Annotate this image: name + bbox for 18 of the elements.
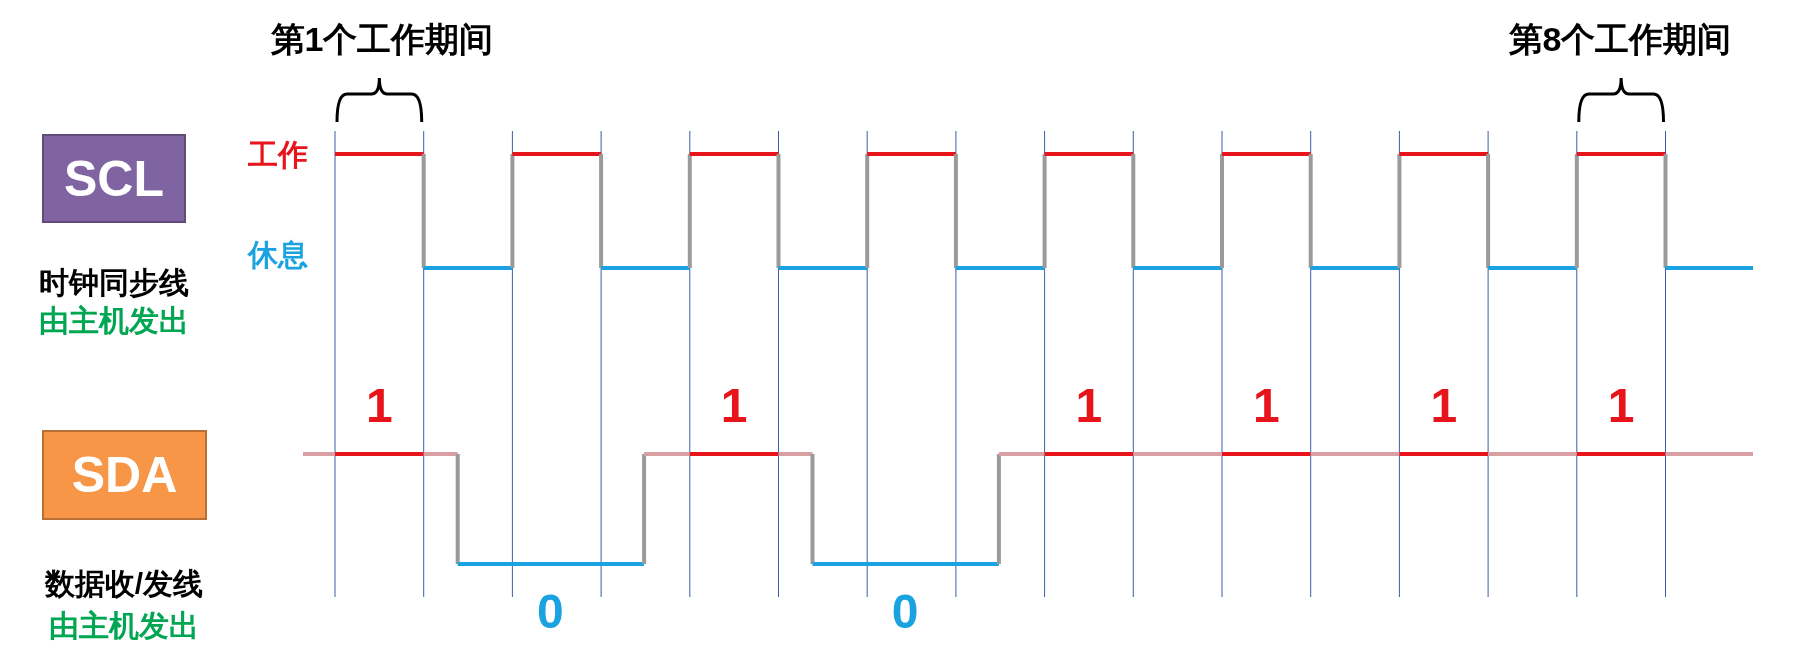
period-heading: 第1个工作期间	[270, 21, 494, 59]
bit-value: 1	[720, 379, 748, 433]
signal-label-box: SDA	[42, 430, 207, 520]
bit-value: 1	[1607, 379, 1635, 433]
signal-description: 由主机发出	[49, 608, 199, 642]
signal-description: 数据收/发线	[44, 566, 204, 600]
bit-value: 1	[366, 379, 393, 433]
level-label: 工作	[248, 137, 308, 171]
bit-value: 1	[1430, 379, 1458, 433]
bit-value: 0	[537, 585, 564, 639]
period-heading: 第8个工作期间	[1508, 21, 1732, 59]
bit-value: 1	[1253, 379, 1280, 433]
signal-description: 由主机发出	[39, 303, 189, 337]
level-label: 休息	[248, 237, 308, 271]
bit-value: 0	[891, 585, 919, 639]
signal-label-box: SCL	[42, 134, 186, 223]
signal-description: 时钟同步线	[39, 265, 189, 299]
bit-value: 1	[1075, 379, 1103, 433]
